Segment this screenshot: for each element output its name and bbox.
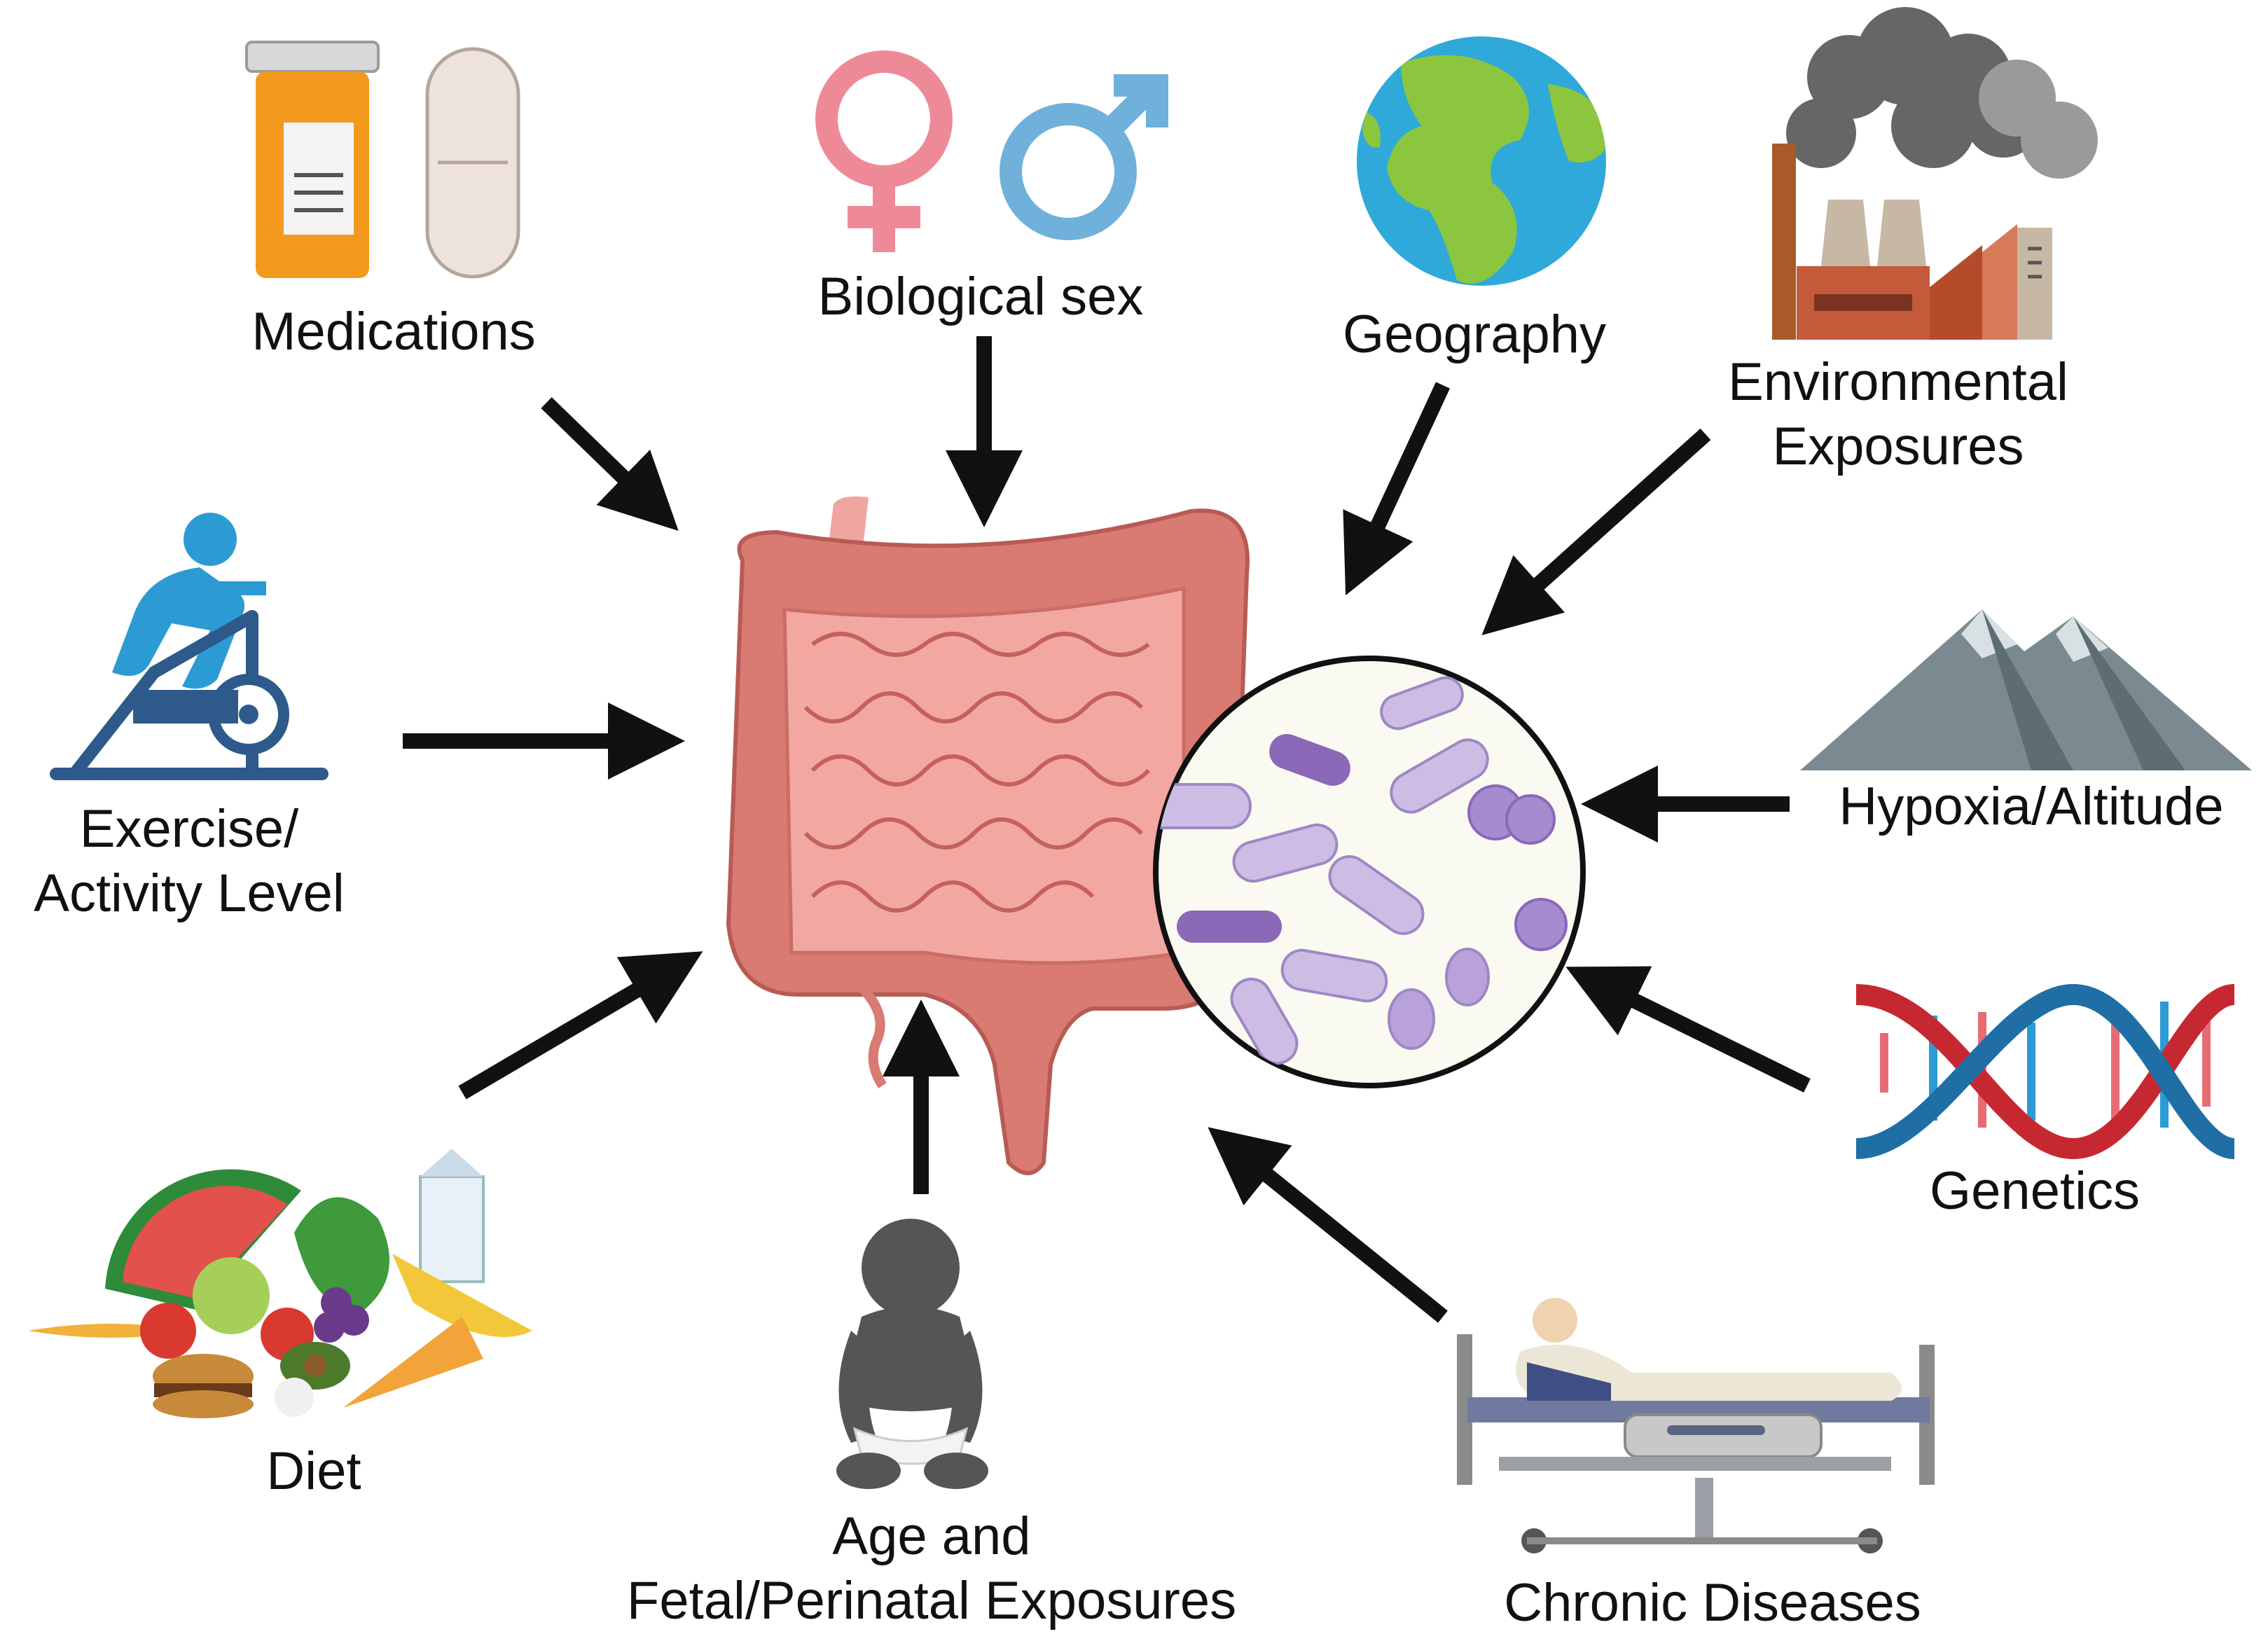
factory-smoke-icon bbox=[1772, 7, 2098, 340]
chronic-label: Chronic Diseases bbox=[1504, 1573, 1921, 1633]
arrow-chronic bbox=[1208, 1127, 1448, 1323]
label-environmental: Environmental Exposures bbox=[1728, 350, 2068, 479]
sex-symbols-icon bbox=[815, 50, 1168, 252]
label-age: Age and Fetal/Perinatal Exposures bbox=[627, 1504, 1236, 1633]
exercise-label-line1: Exercise/ bbox=[79, 799, 299, 859]
label-diet: Diet bbox=[266, 1439, 361, 1504]
exercise-label-line2: Activity Level bbox=[34, 864, 345, 923]
arrow-genetics bbox=[1565, 966, 1811, 1093]
environmental-label-line2: Exposures bbox=[1772, 417, 2024, 476]
label-genetics: Genetics bbox=[1930, 1159, 2140, 1224]
label-chronic: Chronic Diseases bbox=[1504, 1571, 1921, 1635]
hospital-bed-icon bbox=[1457, 1298, 1935, 1553]
medications-label: Medications bbox=[251, 302, 536, 361]
hypoxia-label: Hypoxia/Altitude bbox=[1839, 777, 2224, 836]
biological-sex-label: Biological sex bbox=[817, 267, 1144, 326]
label-hypoxia: Hypoxia/Altitude bbox=[1839, 775, 2223, 839]
intestine-icon bbox=[726, 496, 1250, 1175]
mountain-icon bbox=[1800, 609, 2252, 770]
bacteria-icon bbox=[1153, 656, 1586, 1088]
environmental-label-line1: Environmental bbox=[1728, 352, 2068, 412]
food-icon bbox=[28, 1149, 532, 1418]
arrow-environmental bbox=[1481, 428, 1711, 636]
genetics-label: Genetics bbox=[1930, 1161, 2140, 1221]
age-label-line1: Age and bbox=[832, 1507, 1031, 1566]
diet-label: Diet bbox=[266, 1441, 361, 1501]
label-medications: Medications bbox=[251, 300, 536, 364]
arrow-geography bbox=[1343, 382, 1450, 595]
label-biological-sex: Biological sex bbox=[818, 265, 1144, 329]
globe-icon bbox=[1357, 36, 1606, 286]
baby-icon bbox=[836, 1219, 988, 1489]
arrow-diet bbox=[458, 951, 703, 1100]
label-exercise: Exercise/ Activity Level bbox=[34, 797, 345, 926]
arrow-medications bbox=[541, 397, 679, 531]
geography-label: Geography bbox=[1342, 305, 1607, 364]
exercise-bike-icon bbox=[50, 513, 329, 780]
arrows bbox=[403, 336, 1811, 1323]
label-geography: Geography bbox=[1343, 303, 1606, 367]
age-label-line2: Fetal/Perinatal Exposures bbox=[626, 1571, 1237, 1630]
dna-icon bbox=[1855, 983, 2236, 1160]
pill-bottle-icon bbox=[245, 41, 520, 279]
